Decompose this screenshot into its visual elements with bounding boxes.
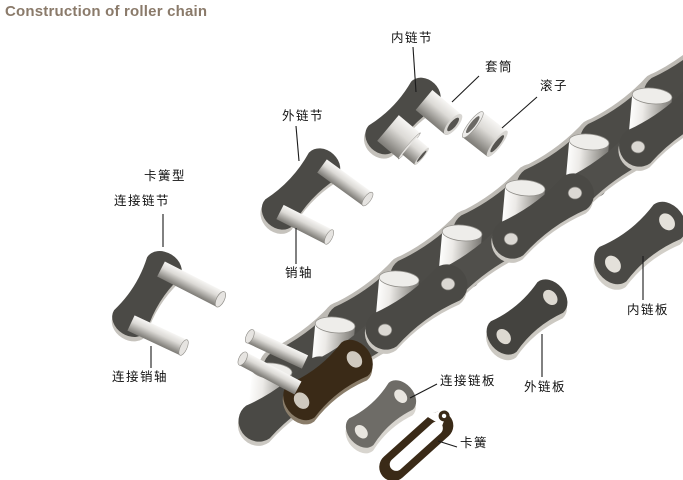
leader-connecting-plate [409, 383, 438, 399]
clip-connecting-link-part [105, 244, 229, 357]
label-inner-link: 内链节 [391, 31, 434, 45]
page-title: Construction of roller chain [5, 3, 208, 20]
leader-inner-link [412, 46, 417, 93]
spring-clip-part [379, 409, 454, 480]
label-connecting-plate: 连接链板 [440, 374, 497, 388]
label-clip-link-line1: 卡簧型 [144, 169, 187, 183]
label-bushing: 套筒 [485, 60, 514, 74]
leader-roller [501, 96, 538, 129]
leader-outer-link [295, 125, 300, 162]
label-roller: 滚子 [540, 79, 569, 93]
label-clip-link-line2: 连接链节 [114, 194, 171, 208]
label-outer-link: 外链节 [282, 109, 325, 123]
leader-lines [150, 46, 644, 448]
outer-plate-part [479, 272, 575, 367]
label-pin: 销轴 [285, 266, 314, 280]
label-outer-plate: 外链板 [524, 380, 567, 394]
label-clip: 卡簧 [460, 436, 489, 450]
outer-link-part [253, 141, 376, 246]
leader-clip [437, 440, 458, 448]
roller-part [461, 111, 511, 160]
leader-bushing [451, 75, 480, 103]
chain-assembly [230, 18, 683, 454]
inner-link-part [357, 70, 466, 167]
label-inner-plate: 内链板 [627, 303, 670, 317]
label-connecting-pin: 连接销轴 [112, 370, 169, 384]
inner-plate-part [585, 194, 683, 298]
